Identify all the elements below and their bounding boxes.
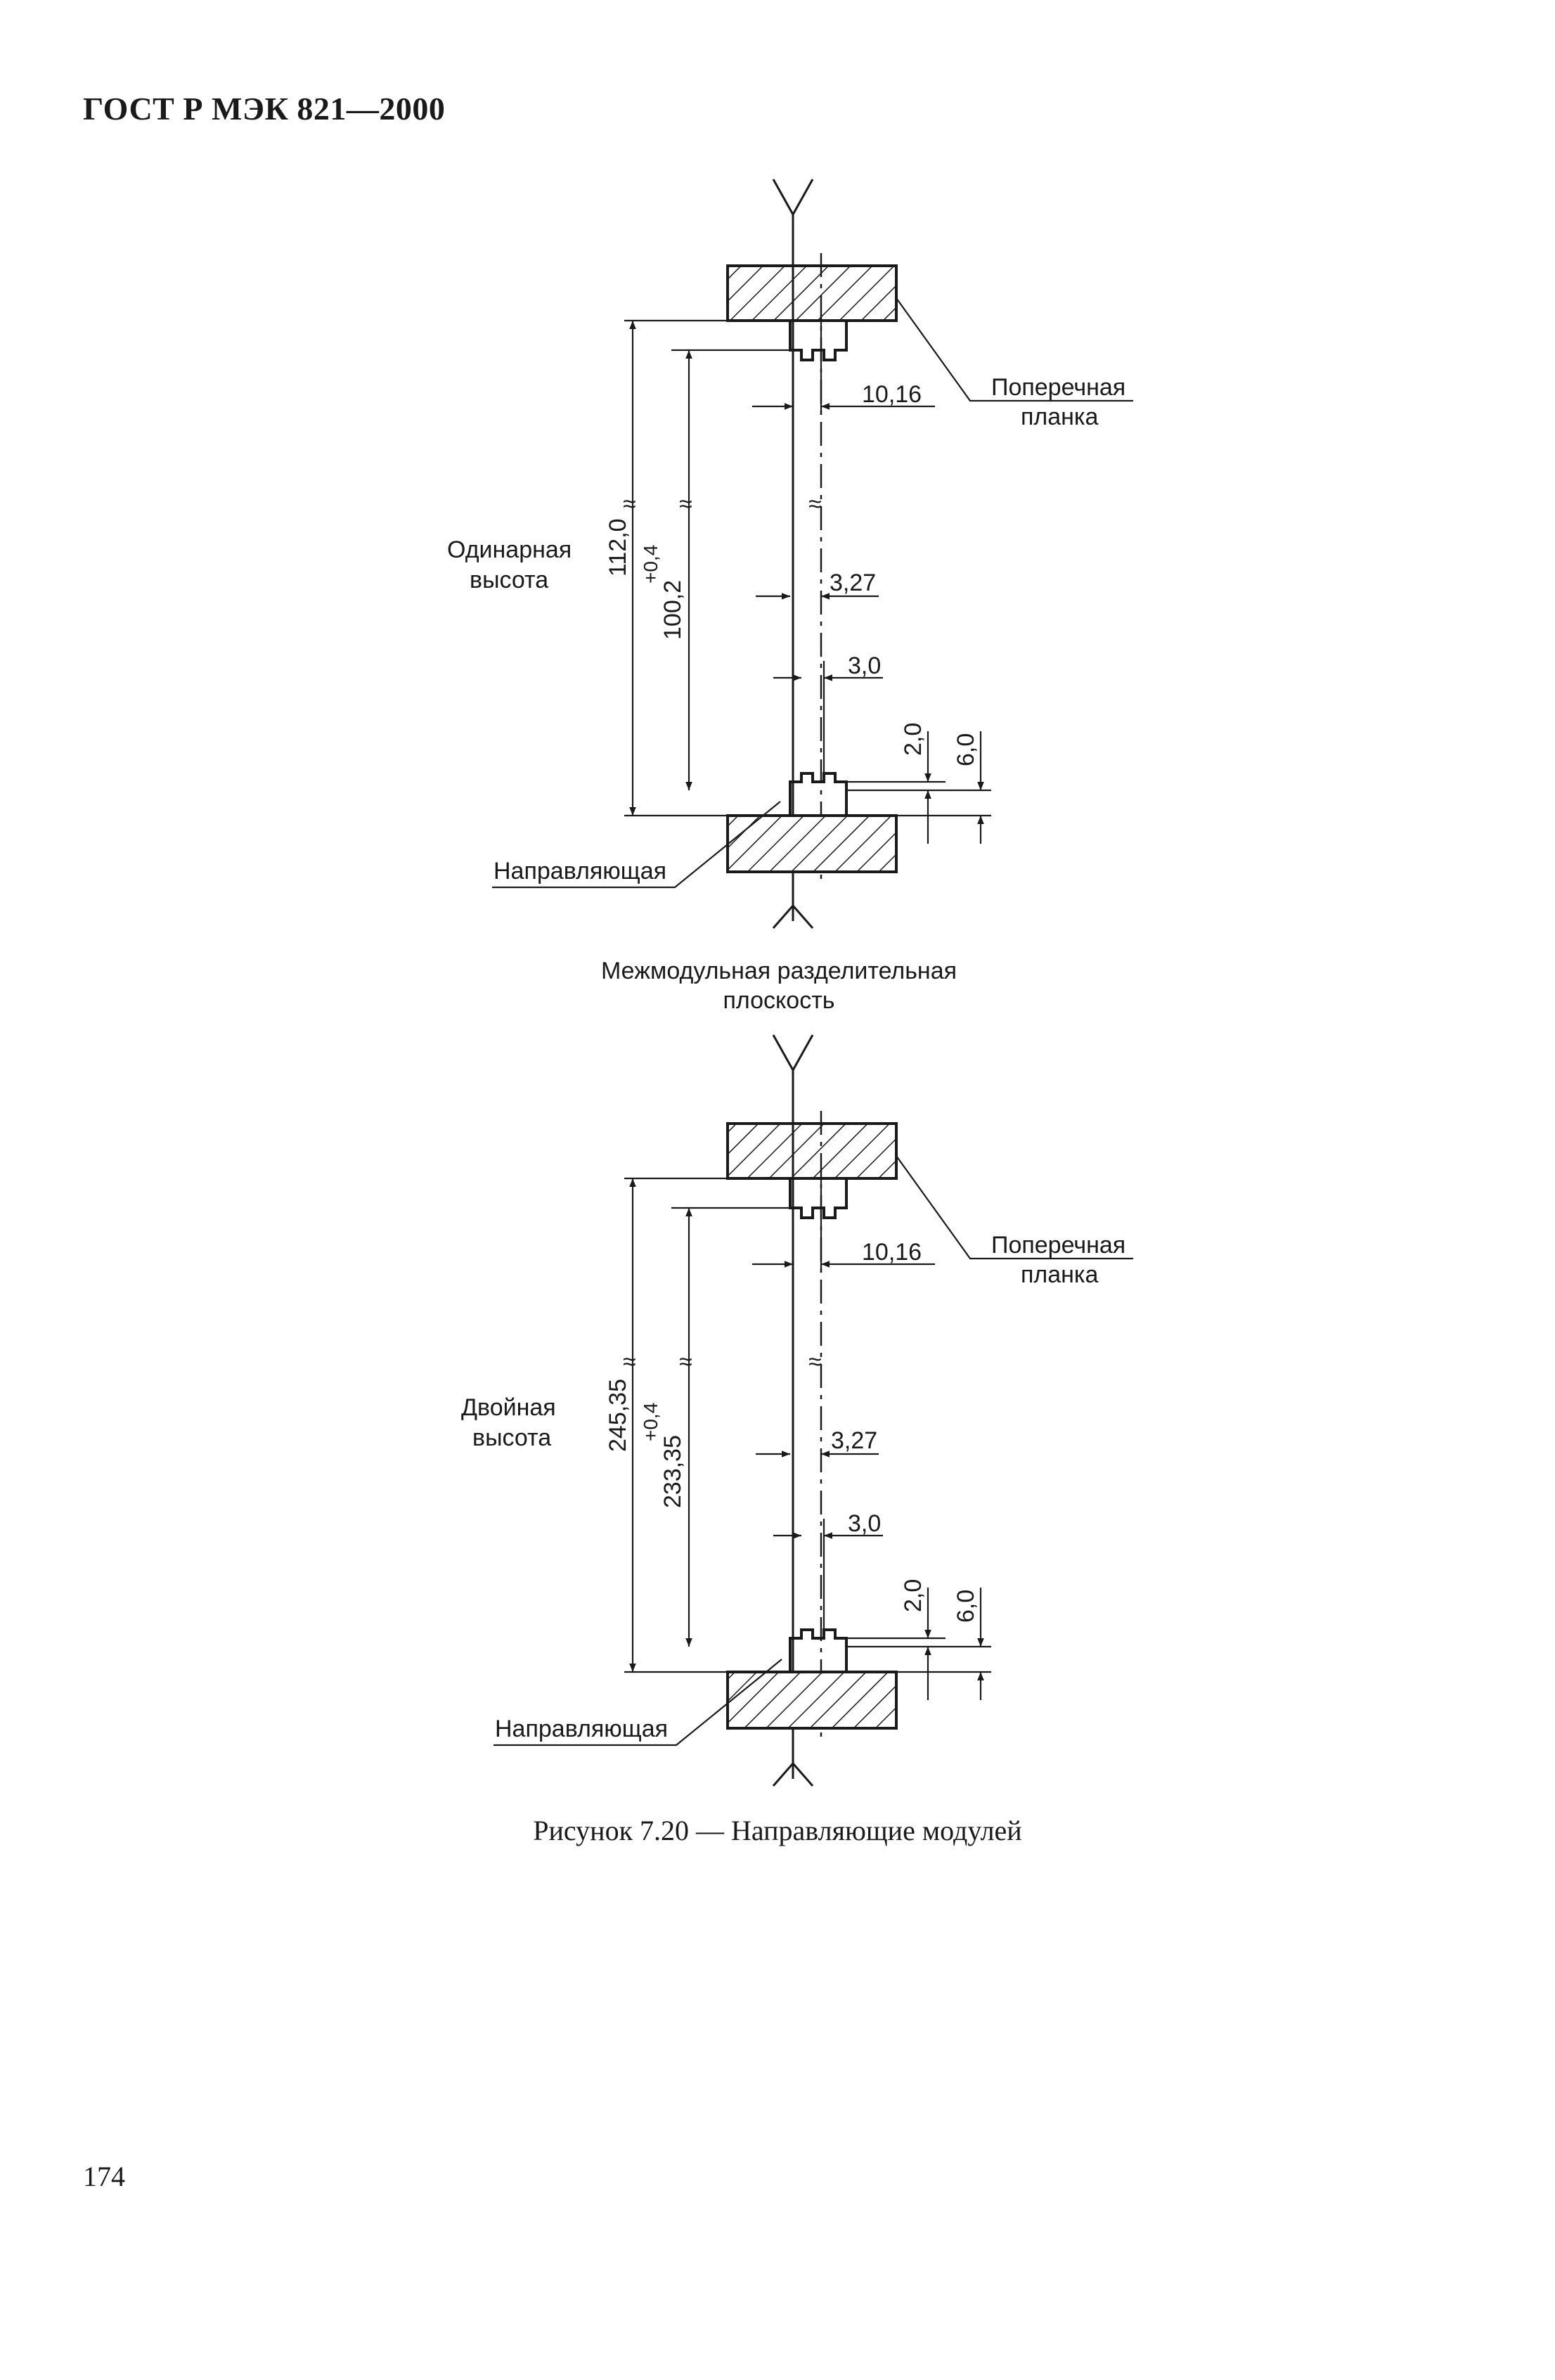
- chevron-marker: [772, 1761, 814, 1787]
- guide-label: Направляющая: [495, 1716, 668, 1742]
- dim-outer-label: 245,35: [605, 1379, 631, 1452]
- dim-inner-tolerance: +0,4: [640, 545, 662, 584]
- dim-pitch-label: 10,16: [862, 381, 922, 408]
- lower-guide-profile: [789, 1628, 848, 1672]
- dim-slot-label: 3,0: [848, 652, 881, 679]
- dim-gap-label: 3,27: [831, 1427, 877, 1454]
- dim-small-label: 2,0: [900, 723, 927, 756]
- crossbar-label-line2: планка: [1021, 404, 1099, 430]
- height-label-line1: Одинарная: [447, 536, 572, 563]
- dim-large-label: 6,0: [953, 733, 979, 766]
- crossbar-leader: [896, 1155, 1133, 1260]
- svg-text:≈: ≈: [808, 491, 822, 517]
- crossbar-leader: [896, 297, 1133, 402]
- chevron-marker: [772, 179, 814, 217]
- separator-label-line1: Межмодульная разделительная: [601, 958, 957, 984]
- dim-pitch-label: 10,16: [862, 1239, 922, 1266]
- svg-text:≈: ≈: [623, 491, 636, 517]
- guide-block: [726, 814, 898, 873]
- guide-leader: [493, 1659, 782, 1747]
- guide-leader: [492, 801, 781, 889]
- crossbar-label-line1: Поперечная: [991, 374, 1125, 401]
- lower-guide-profile: [789, 772, 848, 816]
- guide-block: [726, 1671, 898, 1730]
- crossbar-label-line2: планка: [1021, 1261, 1099, 1288]
- separator-label-line2: плоскость: [723, 987, 835, 1014]
- dim-inner-label: 233,35: [659, 1435, 686, 1508]
- height-label-line1: Двойная: [461, 1394, 556, 1421]
- dim-outer-label: 112,0: [605, 518, 631, 577]
- dim-inner-label: 100,2: [659, 580, 686, 640]
- crossbar-block: [726, 1122, 898, 1180]
- single-height-diagram: ≈ ≈ ≈ 112,0 100,2 +0,4 Одинарная высота …: [447, 179, 1133, 929]
- page-number: 174: [83, 2161, 125, 2192]
- svg-text:≈: ≈: [679, 1349, 692, 1375]
- dim-small-label: 2,0: [900, 1579, 927, 1612]
- chevron-marker: [772, 1034, 814, 1073]
- dim-large-label: 6,0: [953, 1590, 979, 1623]
- height-label-line2: высота: [472, 1424, 551, 1451]
- crossbar-block: [726, 264, 898, 322]
- svg-text:≈: ≈: [679, 491, 692, 517]
- dim-gap-label: 3,27: [830, 570, 876, 596]
- upper-guide-profile: [789, 321, 848, 361]
- double-height-diagram: ≈ ≈ ≈ 245,35 233,35 +0,4 Двойная высота …: [461, 1034, 1133, 1787]
- figure-caption: Рисунок 7.20 — Направляющие модулей: [533, 1815, 1022, 1846]
- svg-text:≈: ≈: [623, 1349, 636, 1375]
- document-header: ГОСТ Р МЭК 821—2000: [83, 91, 446, 127]
- guide-label: Направляющая: [493, 858, 666, 885]
- dim-inner-tolerance: +0,4: [640, 1403, 662, 1441]
- svg-text:≈: ≈: [808, 1349, 822, 1375]
- crossbar-label-line1: Поперечная: [991, 1232, 1125, 1259]
- upper-guide-profile: [789, 1178, 848, 1219]
- dim-slot-label: 3,0: [848, 1510, 881, 1537]
- height-label-line2: высота: [470, 567, 548, 593]
- chevron-marker: [772, 903, 814, 929]
